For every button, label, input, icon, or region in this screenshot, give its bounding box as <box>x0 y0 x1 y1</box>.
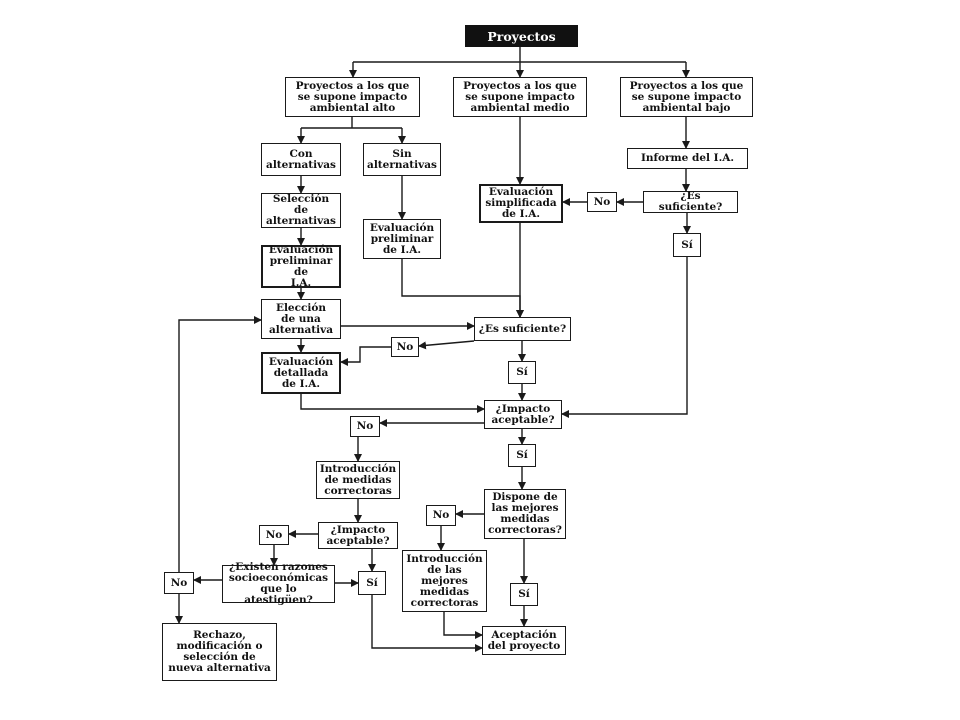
introduccion-mejores-node: Introducción de las mejores medidas corr… <box>402 550 487 612</box>
connector-suficiente-to-no <box>418 340 475 350</box>
si-razones-node: Sí <box>358 571 386 595</box>
no-suficiente-central-node: No <box>391 337 419 357</box>
connector-si-bajo-to-aceptable <box>561 257 688 418</box>
es-suficiente-central-node: ¿Es suficiente? <box>474 317 571 341</box>
no-suficiente-bajo-node: No <box>587 192 617 212</box>
si-aceptable-1-node: Sí <box>508 444 536 467</box>
impacto-aceptable-2-node: ¿Impacto aceptable? <box>318 522 398 549</box>
seleccion-alternativas-node: Selección de alternativas <box>261 193 341 228</box>
connector-detallada-to-aceptable <box>300 394 485 413</box>
connector-no-to-eleccion <box>178 316 262 572</box>
no-dispone-node: No <box>426 505 456 526</box>
connector-prelim2-to-suficiente <box>401 259 524 318</box>
no-aceptable-1-node: No <box>350 416 380 437</box>
sin-alternativas-node: Sin alternativas <box>363 143 441 176</box>
informe-ia-node: Informe del I.A. <box>627 148 748 169</box>
es-suficiente-bajo-node: ¿Es suficiente? <box>643 191 738 213</box>
impacto-medio-node: Proyectos a los que se supone impacto am… <box>453 77 587 117</box>
introduccion-medidas-node: Introducción de medidas correctoras <box>316 461 400 499</box>
connector-mejores-to-aceptacion <box>443 612 483 639</box>
impacto-bajo-node: Proyectos a los que se supone impacto am… <box>620 77 753 117</box>
no-razones-node: No <box>164 572 194 594</box>
evaluacion-preliminar-sin-node: Evaluación preliminar de I.A. <box>363 219 441 259</box>
impacto-aceptable-1-node: ¿Impacto aceptable? <box>484 400 562 429</box>
dispone-medidas-node: Dispone de las mejores medidas corrector… <box>484 489 566 539</box>
si-suficiente-bajo-node: Sí <box>673 233 701 257</box>
connector-si-to-aceptacion <box>371 595 483 652</box>
root-node: Proyectos <box>465 25 578 47</box>
aceptacion-node: Aceptación del proyecto <box>482 626 566 655</box>
evaluacion-preliminar-con-node: Evaluación preliminar de I.A. <box>261 244 341 288</box>
evaluacion-simplificada-node: Evaluación simplificada de I.A. <box>479 184 563 223</box>
no-aceptable-2-node: No <box>259 525 289 545</box>
rechazo-node: Rechazo, modificación o selección de nue… <box>162 623 277 681</box>
impacto-alto-node: Proyectos a los que se supone impacto am… <box>285 77 420 117</box>
evaluacion-detallada-node: Evaluación detallada de I.A. <box>261 352 341 394</box>
con-alternativas-node: Con alternativas <box>261 143 341 176</box>
connector-no-to-detallada <box>340 346 391 366</box>
eleccion-alternativa-node: Elección de una alternativa <box>261 299 341 339</box>
si-dispone-node: Sí <box>510 583 538 606</box>
razones-socioeconomicas-node: ¿Existen razones socioeconómicas que lo … <box>222 562 335 606</box>
si-suficiente-central-node: Sí <box>508 361 536 384</box>
